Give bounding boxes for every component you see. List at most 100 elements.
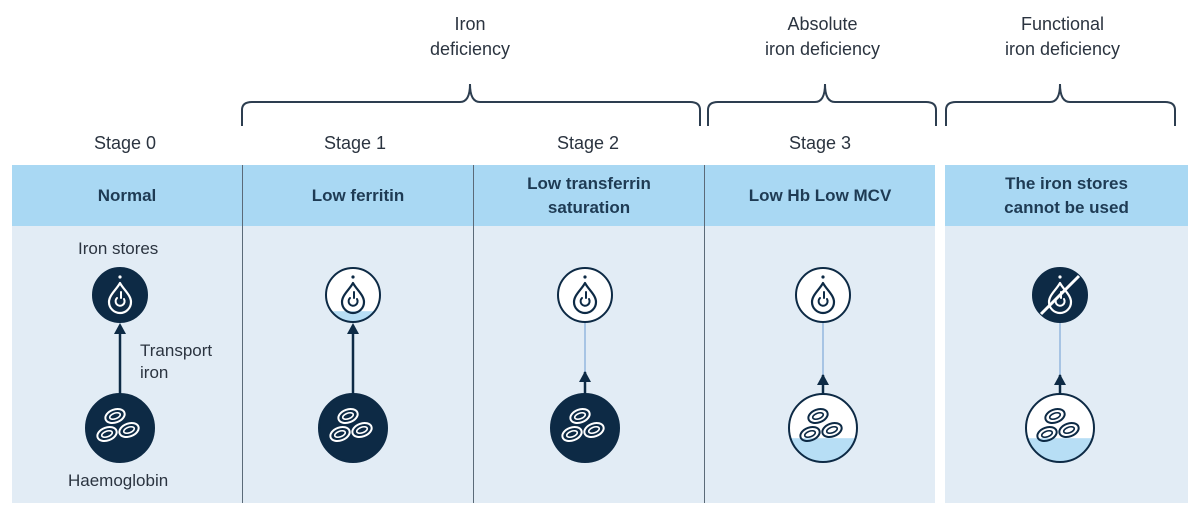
header-line: cannot be used (1004, 197, 1129, 217)
blood-cell-inner (825, 425, 839, 435)
group-label-line: Iron (454, 14, 486, 34)
blood-cell (329, 425, 351, 443)
brace-layer (241, 83, 1176, 126)
blood-cell-inner (341, 411, 355, 421)
drop-outline (572, 281, 598, 315)
blood-cell-inner (122, 425, 136, 435)
drop-inner (579, 291, 591, 307)
group-label-functional: Functional iron deficiency (975, 12, 1150, 62)
label-haemoglobin: Haemoglobin (68, 471, 169, 490)
blood-cell-outer (1044, 407, 1066, 425)
drop-dot (821, 275, 825, 279)
stage-label-1: Stage 1 (323, 133, 387, 153)
blood-cell-inner (1040, 429, 1054, 439)
blood-cell (799, 425, 821, 443)
drop-dot (583, 275, 587, 279)
header-line: Low ferritin (311, 185, 405, 205)
blood-cell-outer (583, 421, 605, 439)
blood-cell-inner (587, 425, 601, 435)
blood-cell-outer (96, 425, 118, 443)
drop-dot (118, 275, 122, 279)
blood-cell-inner (803, 429, 817, 439)
blood-cell-inner (108, 411, 122, 421)
brace-absolute (707, 83, 937, 126)
blood-cell (807, 407, 829, 425)
column-header: Low ferritin (243, 165, 473, 226)
blocked-slash-icon (1039, 274, 1081, 316)
blood-cell-inner (100, 429, 114, 439)
drop-inner (347, 291, 359, 307)
column-header: Low transferrin saturation (474, 165, 704, 226)
blood-cell-inner (573, 411, 587, 421)
blood-cell (1044, 407, 1066, 425)
drop-outline (810, 281, 836, 315)
group-label-absolute: Absolute iron deficiency (735, 12, 910, 62)
brace-iron-deficiency (241, 83, 701, 126)
label-iron-stores: Iron stores (78, 239, 159, 258)
group-label-line: Functional (1020, 14, 1105, 34)
column-separator (473, 165, 474, 503)
iron-stores-icon-ring (325, 267, 381, 323)
stage-label-0: Stage 0 (93, 133, 157, 153)
stage-icons-4 (1025, 267, 1095, 463)
header-line: The iron stores (1005, 173, 1128, 193)
blood-cell (569, 407, 591, 425)
blood-cell (104, 407, 126, 425)
arrow-head-icon (347, 323, 359, 334)
blood-cell (821, 421, 843, 439)
blood-cell (1036, 425, 1058, 443)
iron-stores-icon-ring (557, 267, 613, 323)
blood-cell-outer (799, 425, 821, 443)
column-separator (242, 165, 243, 503)
blood-cell-outer (569, 407, 591, 425)
arrow-head-icon (1054, 374, 1066, 385)
column-separator (704, 165, 705, 503)
haemoglobin-icon-fill (1026, 438, 1094, 462)
iron-stores-icon-fill (326, 311, 380, 322)
haemoglobin-icon-ring (318, 393, 388, 463)
haemoglobin-icon-ring (788, 393, 858, 463)
blood-cell-outer (807, 407, 829, 425)
arrow-head-icon (114, 323, 126, 334)
drop-outline (1047, 281, 1073, 315)
blood-cell-outer (329, 425, 351, 443)
column-low-hb: Low Hb Low MCV (705, 165, 935, 503)
blood-cell-inner (1048, 411, 1062, 421)
drop-dot (351, 275, 355, 279)
group-label-line: Absolute (787, 14, 858, 34)
blood-cell-outer (1036, 425, 1058, 443)
stage-icons-3 (788, 267, 858, 463)
blood-cell (1058, 421, 1080, 439)
header-line: Low Hb Low MCV (748, 185, 892, 205)
column-header: Normal (12, 165, 242, 226)
blood-cell-inner (355, 425, 369, 435)
iron-stores-icon-ring (92, 267, 148, 323)
drop-outline (340, 281, 366, 315)
stage-icons-2 (550, 267, 620, 463)
blood-cell-outer (821, 421, 843, 439)
blood-cell (96, 425, 118, 443)
label-line: iron (140, 363, 169, 382)
header-line: Low transferrin (527, 173, 651, 193)
blood-cell (337, 407, 359, 425)
header-line: Normal (97, 185, 157, 205)
blood-cell-inner (1062, 425, 1076, 435)
drop-outline (107, 281, 133, 315)
group-label-line: iron deficiency (1004, 39, 1121, 59)
blood-cell (583, 421, 605, 439)
label-transport-iron: Transport iron (140, 340, 212, 384)
blood-cell-inner (333, 429, 347, 439)
stage-icons-1 (318, 267, 388, 463)
column-header: Low Hb Low MCV (705, 165, 935, 226)
stage-icons-0 (85, 267, 155, 463)
blood-cell-inner (811, 411, 825, 421)
arrow-head-icon (817, 374, 829, 385)
stage-label-2: Stage 2 (556, 133, 620, 153)
blood-cell-outer (104, 407, 126, 425)
column-header: The iron stores cannot be used (945, 165, 1188, 226)
haemoglobin-icon-fill (789, 438, 857, 462)
iron-stores-icon-ring (1032, 267, 1088, 323)
arrow-head-icon (579, 371, 591, 382)
blood-cell-outer (351, 421, 373, 439)
